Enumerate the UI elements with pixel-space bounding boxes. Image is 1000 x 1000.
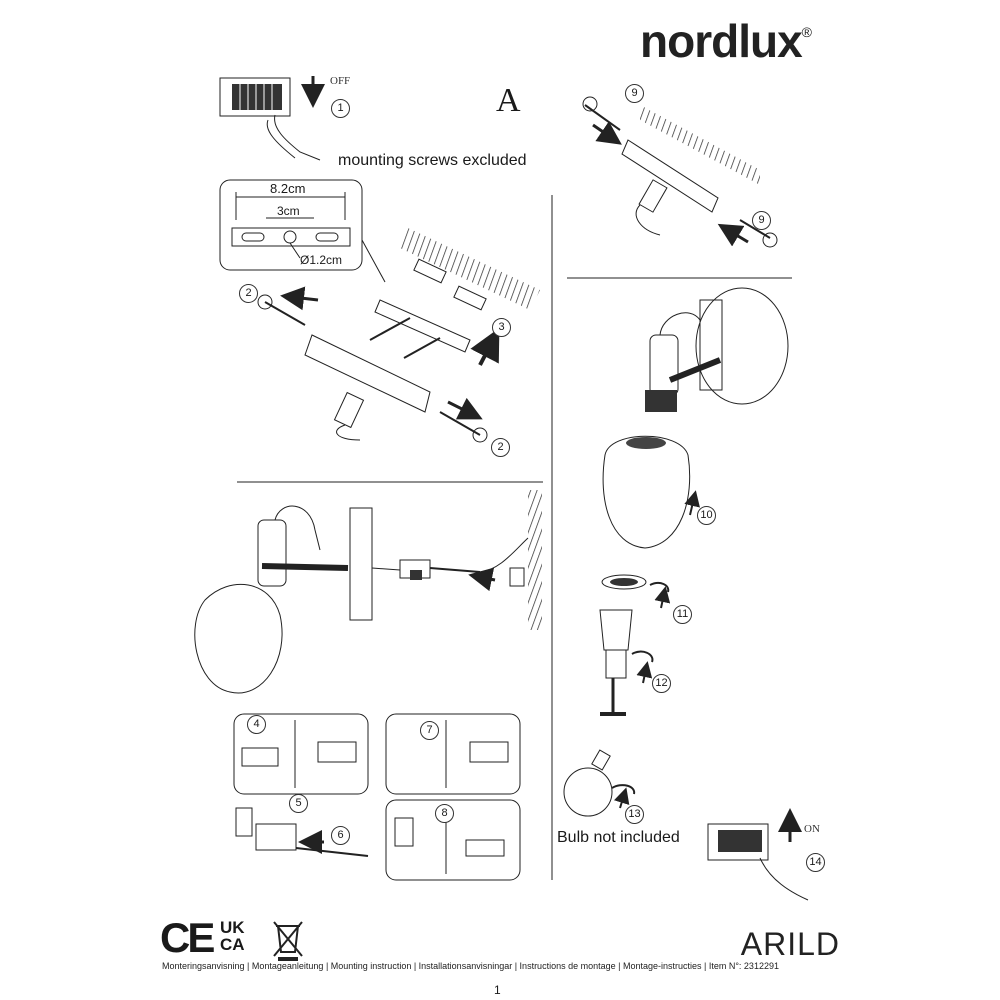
mounting-screws-note: mounting screws excluded — [338, 152, 527, 169]
step-9-marker: 9 — [625, 84, 644, 103]
on-label: ON — [804, 823, 820, 835]
weee-bin-icon — [273, 921, 303, 961]
lamp-body-right — [645, 287, 789, 412]
outer-width-label: 8.2cm — [270, 181, 306, 196]
off-label: OFF — [330, 75, 351, 87]
step-12-marker: 12 — [652, 674, 671, 693]
step-1-marker: 1 — [331, 99, 350, 118]
step-14-marker: 14 — [806, 853, 825, 872]
page-number: 1 — [494, 983, 501, 997]
ukca-bottom: CA — [220, 935, 245, 954]
base-plate-assembly — [257, 286, 488, 443]
bracket-dimension-callout — [219, 179, 386, 283]
ukca-top: UK — [220, 918, 245, 937]
glass-shade-right — [602, 435, 700, 549]
step-9b-marker: 9 — [752, 211, 771, 230]
step-7-marker: 7 — [420, 721, 439, 740]
breaker-off-illustration — [219, 76, 325, 161]
ce-mark: CE — [160, 914, 215, 961]
instruction-footer: Monteringsanvisning | Montageanleitung |… — [162, 961, 779, 971]
step-2-marker: 2 — [239, 284, 258, 303]
hole-diameter-label: Ø1.2cm — [300, 253, 343, 267]
step-5-marker: 5 — [289, 794, 308, 813]
bracket-mounting — [369, 258, 500, 366]
step-3-marker: 3 — [492, 318, 511, 337]
breaker-on-illustration — [707, 808, 809, 901]
model-name: ARILD — [740, 926, 840, 962]
step-2b-marker: 2 — [491, 438, 510, 457]
section-label: A — [496, 82, 521, 119]
lamp-side-view — [194, 490, 542, 694]
plate-fixing-illustration — [582, 96, 778, 248]
connector-details — [233, 713, 521, 881]
bulb-illustration — [563, 749, 636, 817]
step-4-marker: 4 — [247, 715, 266, 734]
trademark: ® — [801, 24, 812, 40]
ukca-mark: UK CA — [220, 919, 256, 953]
step-6-marker: 6 — [331, 826, 350, 845]
bulb-note: Bulb not included — [557, 829, 680, 846]
certification-marks: CE UK CA — [160, 914, 303, 961]
step-10-marker: 10 — [697, 506, 716, 525]
brand-logo: nordlux® — [640, 14, 812, 68]
step-13-marker: 13 — [625, 805, 644, 824]
wall-hatch-a — [400, 228, 540, 310]
brand-name: nordlux — [640, 15, 803, 67]
step-11-marker: 11 — [673, 605, 692, 624]
inner-width-label: 3cm — [277, 204, 300, 218]
socket-parts — [599, 574, 671, 716]
step-8-marker: 8 — [435, 804, 454, 823]
